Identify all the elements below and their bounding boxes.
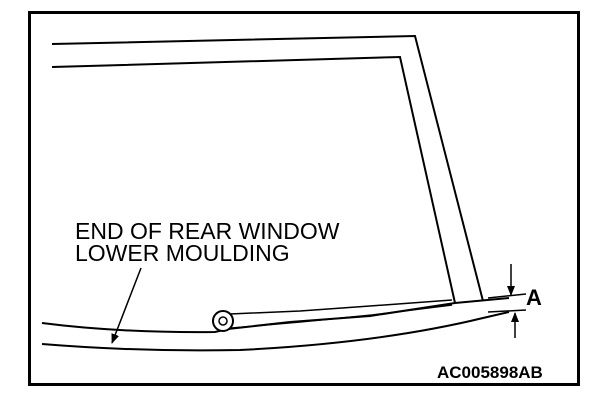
dimension-extension-bottom [487,309,527,313]
moulding-end-marker [212,310,234,332]
figure-frame [28,11,580,386]
figure-id: AC005898AB [437,363,543,382]
moulding-strip-edge-top [229,299,453,315]
dimension-label: A [526,285,542,310]
callout-text-line2: LOWER MOULDING [75,240,290,266]
moulding-end-center [218,316,228,326]
rear-window-outer-edge [51,34,484,302]
rear-window-inner-edge [51,55,456,304]
moulding-strip-edge-bottom [231,304,453,329]
dimension-extension-top [487,293,527,299]
lower-moulding-lower-line [41,311,510,352]
callout-leader-line [111,267,142,344]
callout-text-line1: END OF REAR WINDOW [75,218,340,244]
